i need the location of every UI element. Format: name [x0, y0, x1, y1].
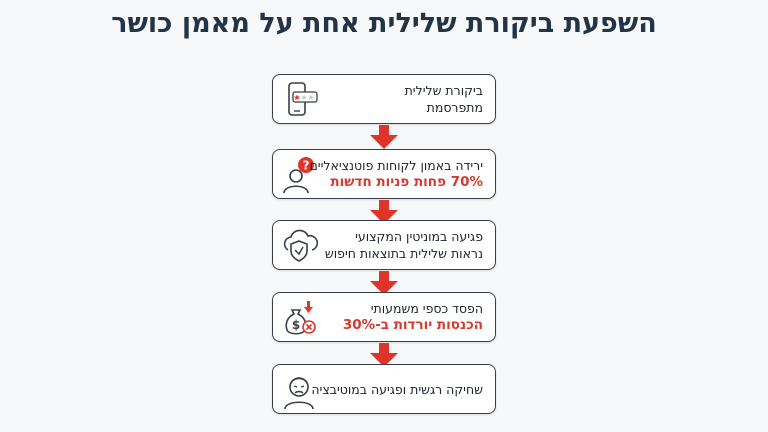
svg-text:?: ? — [303, 159, 310, 173]
step-text-4: הפסד כספי משמעותי הכנסות יורדות ב-30% — [325, 293, 483, 341]
money-loss-icon: $ — [285, 301, 316, 335]
step-text-5: שחיקה רגשית ופגיעה במוטיבציה — [311, 365, 483, 413]
svg-text:$: $ — [292, 318, 300, 332]
step-3-line2: נראות שלילית בתוצאות חיפוש — [324, 246, 483, 261]
phone-review-icon — [288, 82, 318, 116]
step-4-line1: הפסד כספי משמעותי — [370, 301, 483, 316]
step-4-highlight: הכנסות יורדות ב-30% — [342, 317, 483, 333]
step-text-3: פגיעה במוניטין המקצועי נראות שלילית בתוצ… — [325, 221, 483, 269]
shield-cloud-icon — [283, 229, 319, 262]
step-box-2: ? ירידה באמון לקוחות פוטנציאליים 70% פחו… — [272, 149, 496, 199]
arrow-down-icon — [370, 200, 398, 224]
step-box-3: פגיעה במוניטין המקצועי נראות שלילית בתוצ… — [272, 220, 496, 270]
step-5-line1: שחיקה רגשית ופגיעה במוטיבציה — [311, 381, 483, 397]
page-title: השפעת ביקורת שלילית אחת על מאמן כושר — [111, 8, 657, 39]
tired-person-icon — [284, 377, 314, 410]
step-2-line1: ירידה באמון לקוחות פוטנציאליים — [309, 158, 484, 173]
step-box-4: $ הפסד כספי משמעותי הכנסות יורדות ב-30% — [272, 292, 496, 342]
step-1-line2: מתפרסמת — [426, 100, 483, 115]
step-2-highlight: 70% פחות פניות חדשות — [330, 174, 483, 190]
arrow-down-icon — [370, 343, 398, 367]
arrow-down-icon — [370, 271, 398, 295]
step-box-5: שחיקה רגשית ופגיעה במוטיבציה — [272, 364, 496, 414]
step-1-line1: ביקורת שלילית — [404, 83, 483, 98]
arrow-down-icon — [370, 125, 398, 149]
person-question-icon: ? — [283, 157, 314, 194]
step-box-1: ביקורת שלילית מתפרסמת — [272, 74, 496, 124]
step-text-1: ביקורת שלילית מתפרסמת — [325, 75, 483, 123]
step-3-line1: פגיעה במוניטין המקצועי — [355, 229, 483, 244]
step-text-2: ירידה באמון לקוחות פוטנציאליים 70% פחות … — [309, 150, 484, 198]
